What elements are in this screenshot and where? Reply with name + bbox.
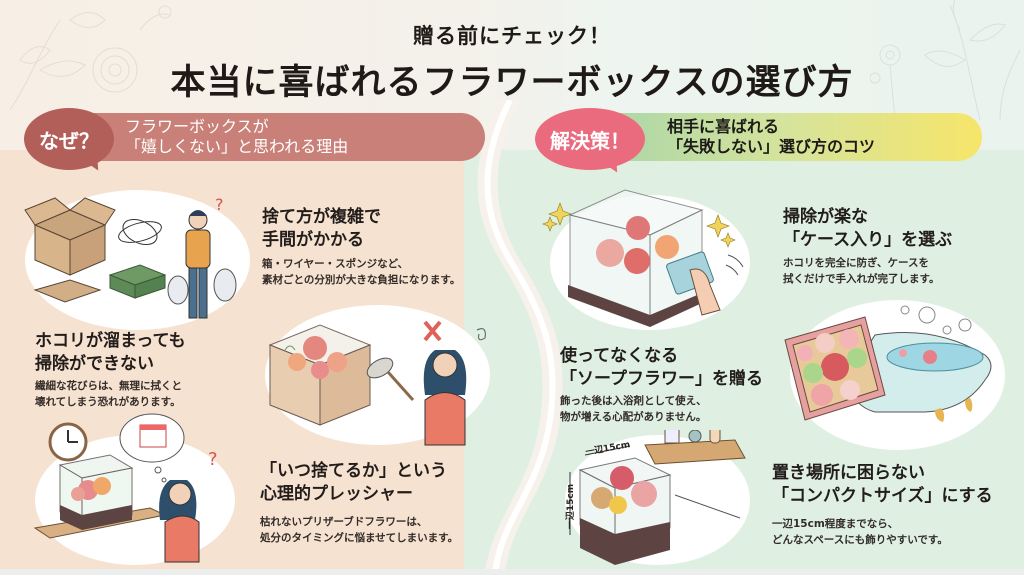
reason-3-heading-line1: 「いつ捨てるか」という (260, 461, 447, 481)
reason-3-body-line2: 処分のタイミングに悩ませてしまいます。 (260, 532, 459, 544)
solutions-banner-line2: 「失敗しない」選び方のコツ (667, 137, 876, 156)
solution-item-1: 掃除が楽な 「ケース入り」を選ぶ ホコリを完全に防ぎ、ケースを 拭くだけで手入れ… (783, 206, 952, 287)
compact-size-illustration: 一辺15cm 一辺15cm (565, 430, 750, 565)
reason-item-2: ホコリが溜まっても 掃除ができない 繊細な花びらは、無理に拭くと 壊れてしまう恐… (35, 330, 186, 410)
wavy-divider (477, 100, 563, 575)
solution-3-heading-line2: 「コンパクトサイズ」にする (772, 486, 993, 506)
solution-label: 解決策！ (550, 128, 630, 153)
reason-item-1: 捨て方が複雑で 手間がかかる 箱・ワイヤー・スポンジなど、 素材ごとの分別が大き… (262, 206, 460, 288)
reason-2-heading-line1: ホコリが溜まっても (35, 331, 186, 351)
floral-decoration-right-icon (870, 0, 1021, 120)
svg-text:?: ? (208, 449, 218, 470)
solution-3-body-line2: どんなスペースにも飾りやすいです。 (772, 534, 948, 546)
disposal-confusion-illustration: ? (24, 190, 250, 330)
solution-speech-bubble: 解決策！ (535, 108, 645, 170)
solution-1-body-line2: 拭くだけで手入れが完了します。 (783, 273, 940, 285)
page-subtitle: 贈る前にチェック！ (413, 24, 611, 48)
reason-1-body-line2: 素材ごとの分別が大きな負担になります。 (262, 274, 461, 286)
solution-2-body-line2: 物が増える心配がありません。 (560, 411, 707, 423)
solution-1-body-line1: ホコリを完全に防ぎ、ケースを (783, 257, 929, 269)
reason-1-heading-line2: 手間がかかる (262, 230, 364, 250)
reason-3-heading-line2: 心理的プレッシャー (260, 484, 413, 504)
reasons-banner-line1: フラワーボックスが (125, 117, 269, 136)
solution-1-heading-line1: 掃除が楽な (783, 207, 868, 227)
reason-1-heading-line1: 捨て方が複雑で (262, 207, 381, 227)
solutions-banner-line1: 相手に喜ばれる (667, 117, 780, 136)
reason-2-body-line1: 繊細な花びらは、無理に拭くと (35, 380, 182, 392)
solution-item-2: 使ってなくなる 「ソープフラワー」を贈る 飾った後は入浴剤として使え、 物が増え… (560, 345, 763, 425)
bottom-strip (0, 569, 1024, 575)
floral-decoration-left-icon (9, 5, 172, 111)
soap-flower-bath-illustration (784, 300, 1005, 450)
dimension-height-label: 一辺15cm (566, 483, 577, 530)
reasons-banner: フラワーボックスが 「嬉しくない」と思われる理由 (40, 113, 485, 161)
case-wiping-illustration (542, 189, 750, 330)
page-title: 本当に喜ばれるフラワーボックスの選び方 (170, 63, 854, 103)
solution-2-heading-line1: 使ってなくなる (560, 346, 679, 366)
reason-item-3: 「いつ捨てるか」という 心理的プレッシャー 枯れないプリザーブドフラワーは、 処… (260, 460, 458, 546)
solution-3-heading-line1: 置き場所に困らない (772, 463, 925, 483)
dusting-problem-illustration (265, 305, 490, 446)
solution-2-heading-line2: 「ソープフラワー」を贈る (560, 369, 763, 389)
svg-text:?: ? (215, 195, 224, 214)
solution-3-body-line1: 一辺15cm程度までなら、 (772, 518, 899, 530)
reason-3-body-line1: 枯れないプリザーブドフラワーは、 (260, 516, 428, 528)
reasons-banner-line2: 「嬉しくない」と思われる理由 (125, 137, 349, 156)
why-label: なぜ？ (39, 128, 99, 153)
disposal-timing-illustration: ? (33, 413, 235, 565)
solution-1-heading-line2: 「ケース入り」を選ぶ (783, 230, 953, 250)
solution-item-3: 置き場所に困らない 「コンパクトサイズ」にする 一辺15cm程度までなら、 どん… (772, 462, 993, 548)
reason-2-body-line2: 壊れてしまう恐れがあります。 (35, 396, 181, 408)
solution-2-body-line1: 飾った後は入浴剤として使え、 (560, 395, 707, 407)
why-speech-bubble: なぜ？ (24, 108, 114, 170)
reason-2-heading-line2: 掃除ができない (35, 354, 154, 374)
reason-1-body-line1: 箱・ワイヤー・スポンジなど、 (262, 258, 409, 270)
